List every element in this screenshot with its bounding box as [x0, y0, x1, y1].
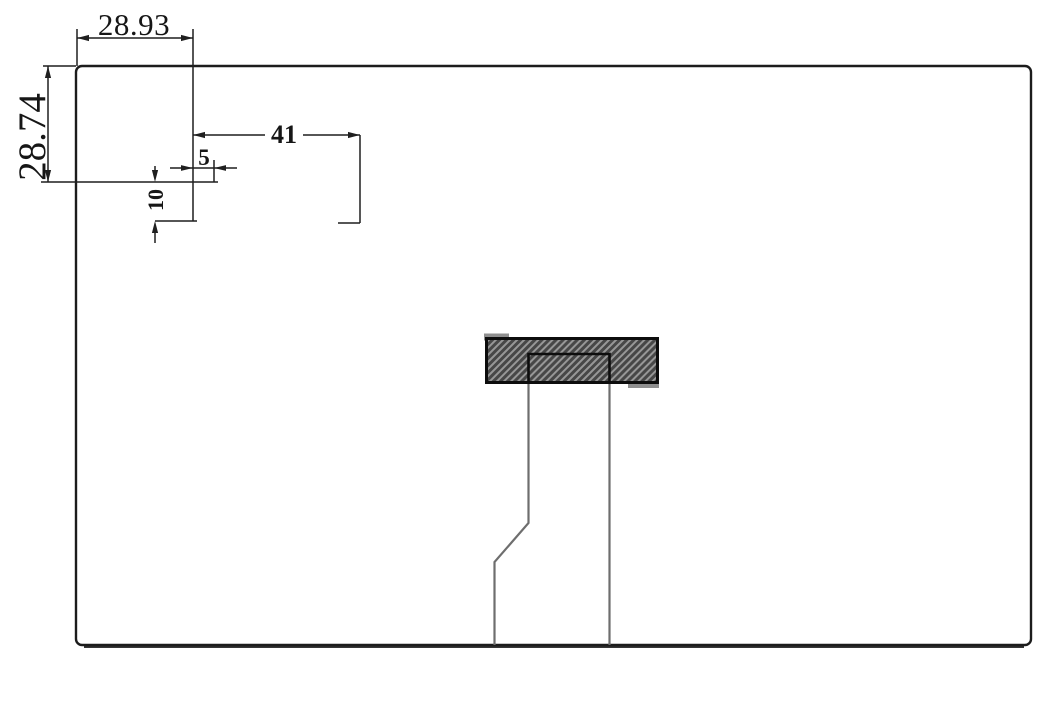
arrowhead-right — [348, 131, 360, 139]
dim-gap-width: 5 — [170, 145, 237, 171]
dim-label-background — [265, 121, 303, 146]
dimension-annotations: 28.93 28.74 41 5 — [11, 7, 361, 243]
feed-structure — [493, 381, 611, 645]
feed-line-left — [493, 381, 530, 645]
dim-label-gap-width: 5 — [198, 145, 210, 170]
arrowhead-up-tip — [151, 221, 159, 233]
patch-group — [484, 333, 659, 388]
arrowhead-left-tip — [214, 165, 226, 171]
patch-notch-outline — [527, 352, 611, 382]
dim-label-gap-height: 10 — [143, 189, 168, 211]
arrowhead-up — [44, 66, 52, 78]
arrowhead-left — [77, 34, 89, 42]
arrowhead-right — [181, 34, 193, 42]
arrowhead-down — [44, 170, 52, 182]
dim-left-height: 28.74 — [11, 66, 54, 182]
dim-gap-height: 10 — [143, 166, 168, 243]
dim-label-left-height: 28.74 — [11, 93, 54, 181]
arrowhead-left — [193, 131, 205, 139]
dim-offset-width: 41 — [193, 120, 360, 149]
dim-label-offset-width: 41 — [271, 120, 297, 149]
dim-top-width: 28.93 — [77, 7, 193, 42]
arrowhead-right-tip — [181, 165, 193, 171]
substrate-outline — [74, 64, 1033, 647]
patch-tab-bottom-right — [628, 381, 659, 388]
hatched-patch — [485, 337, 659, 384]
dim-label-top-width: 28.93 — [98, 7, 170, 42]
arrowhead-down-tip — [151, 170, 159, 182]
